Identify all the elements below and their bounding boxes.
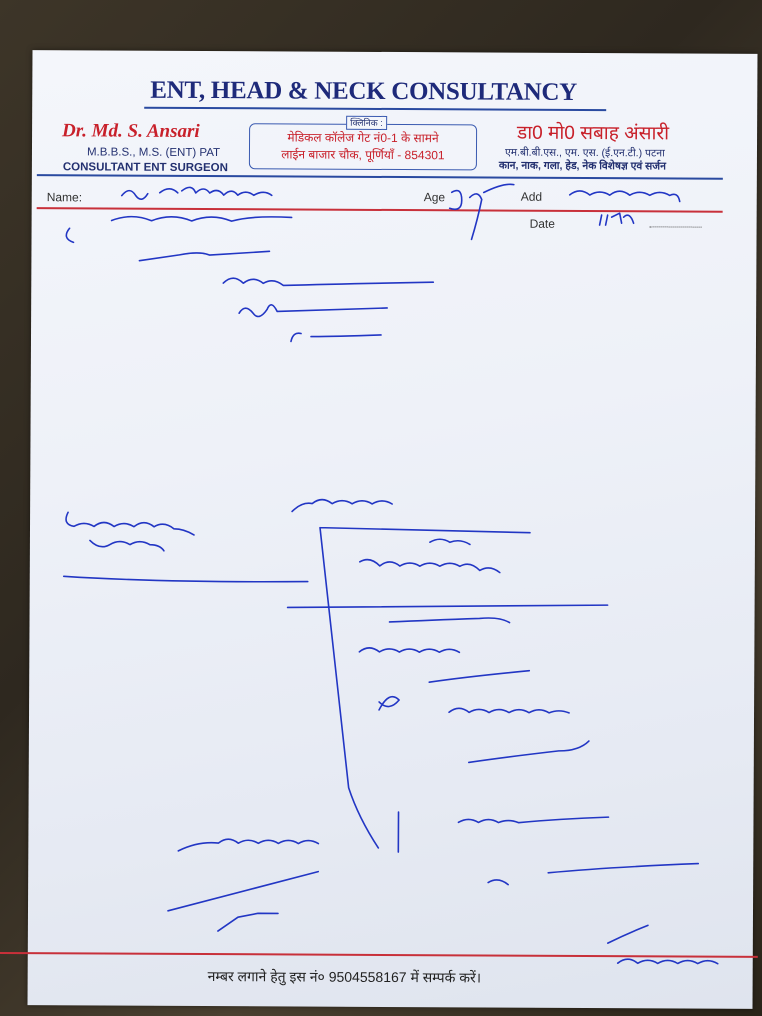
prescription-sheet: ENT, HEAD & NECK CONSULTANCY Dr. Md. S. … <box>0 50 758 1009</box>
handwritten-name <box>120 186 273 200</box>
handwritten-address <box>568 190 681 203</box>
handwriting <box>62 183 719 965</box>
handwritten-age <box>448 183 515 241</box>
handwritten-date <box>598 212 635 226</box>
handwritten-complaints <box>65 215 435 343</box>
handwritten-diagnosis <box>62 511 309 583</box>
handwritten-rx <box>167 498 719 965</box>
